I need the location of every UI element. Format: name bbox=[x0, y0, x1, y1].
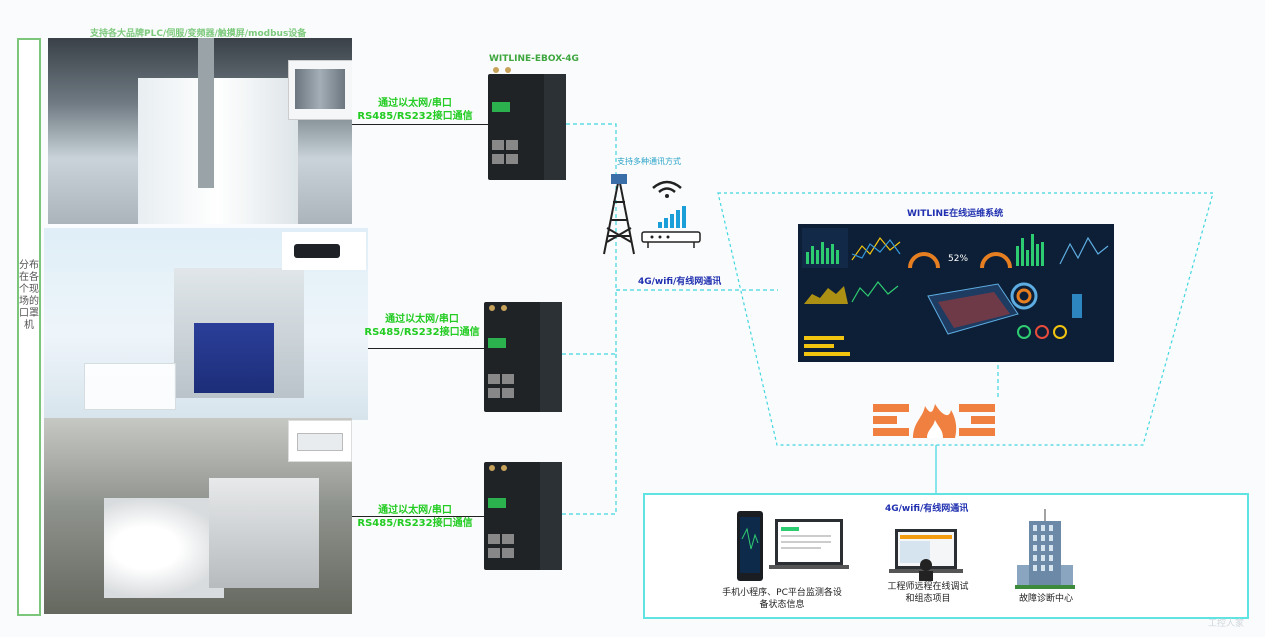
link-label-2-line1: 通过以太网/串口 bbox=[385, 314, 459, 325]
wifi-icon bbox=[652, 180, 682, 198]
link-line-2 bbox=[368, 348, 484, 349]
link-label-1-line1: 通过以太网/串口 bbox=[378, 98, 452, 109]
mask-machine-photo-3 bbox=[44, 418, 352, 614]
controller-thumbnail bbox=[288, 420, 352, 462]
gateway-device-2 bbox=[484, 302, 562, 412]
multi-comm-label: 支持多种通讯方式 bbox=[617, 157, 681, 166]
engineer-laptop-icon bbox=[889, 529, 963, 581]
dashboard-percent: 52% bbox=[948, 254, 969, 264]
panel-title: 4G/wifi/有线网通讯 bbox=[885, 504, 969, 514]
cell-tower-icon bbox=[603, 174, 635, 255]
site-label-text: 分布在各个现场的口罩机 bbox=[19, 260, 39, 331]
remote-access-panel: 4G/wifi/有线网通讯 手机小程序、PC平台监测各设 备状态信息 工程师远程… bbox=[643, 493, 1249, 619]
phone-pc-icon bbox=[737, 511, 849, 581]
gateway-device-1 bbox=[488, 67, 566, 180]
platform-title: WITLINE在线运维系统 bbox=[907, 209, 1004, 219]
caption-engineer-line1: 工程师远程在线调试 bbox=[887, 582, 969, 592]
mask-machine-photo-1 bbox=[48, 38, 352, 224]
link-line-1 bbox=[352, 124, 488, 125]
plc-thumbnail bbox=[288, 60, 352, 120]
site-label-bar: 分布在各个现场的口罩机 bbox=[17, 38, 41, 616]
link-label-3-line1: 通过以太网/串口 bbox=[378, 505, 452, 516]
gateway-device-3 bbox=[484, 462, 562, 570]
caption-monitoring-line1: 手机小程序、PC平台监测各设 bbox=[722, 588, 842, 598]
mask-machine-photo-2 bbox=[44, 228, 368, 420]
link-label-1-line2: RS485/RS232接口通信 bbox=[357, 111, 473, 122]
router-icon bbox=[641, 206, 701, 248]
dashboard-graphics bbox=[802, 228, 1109, 356]
watermark: 工控人家 bbox=[1208, 619, 1245, 629]
link-label-2-line2: RS485/RS232接口通信 bbox=[364, 327, 480, 338]
caption-monitoring: 手机小程序、PC平台监测各设 备状态信息 bbox=[717, 587, 847, 611]
caption-engineer: 工程师远程在线调试 和组态项目 bbox=[873, 581, 983, 605]
caption-monitoring-line2: 备状态信息 bbox=[759, 600, 805, 610]
link-label-3: 通过以太网/串口 RS485/RS232接口通信 bbox=[355, 504, 475, 530]
diagnosis-building-icon bbox=[1015, 509, 1075, 589]
comm-label: 4G/wifi/有线网通讯 bbox=[638, 277, 722, 287]
link-line-3 bbox=[352, 516, 484, 517]
caption-engineer-line2: 和组态项目 bbox=[905, 594, 951, 604]
link-label-1: 通过以太网/串口 RS485/RS232接口通信 bbox=[355, 97, 475, 123]
firewall-icon bbox=[873, 404, 995, 438]
link-label-2: 通过以太网/串口 RS485/RS232接口通信 bbox=[362, 313, 482, 339]
supported-devices-label: 支持各大品牌PLC/伺服/变频器/触摸屏/modbus设备 bbox=[90, 29, 307, 39]
link-label-3-line2: RS485/RS232接口通信 bbox=[357, 518, 473, 529]
caption-diagnosis: 故障诊断中心 bbox=[1018, 594, 1073, 604]
ops-dashboard: 52% bbox=[798, 224, 1114, 362]
gateway-title: WITLINE-EBOX-4G bbox=[489, 54, 579, 64]
camera-thumbnail bbox=[282, 232, 366, 270]
